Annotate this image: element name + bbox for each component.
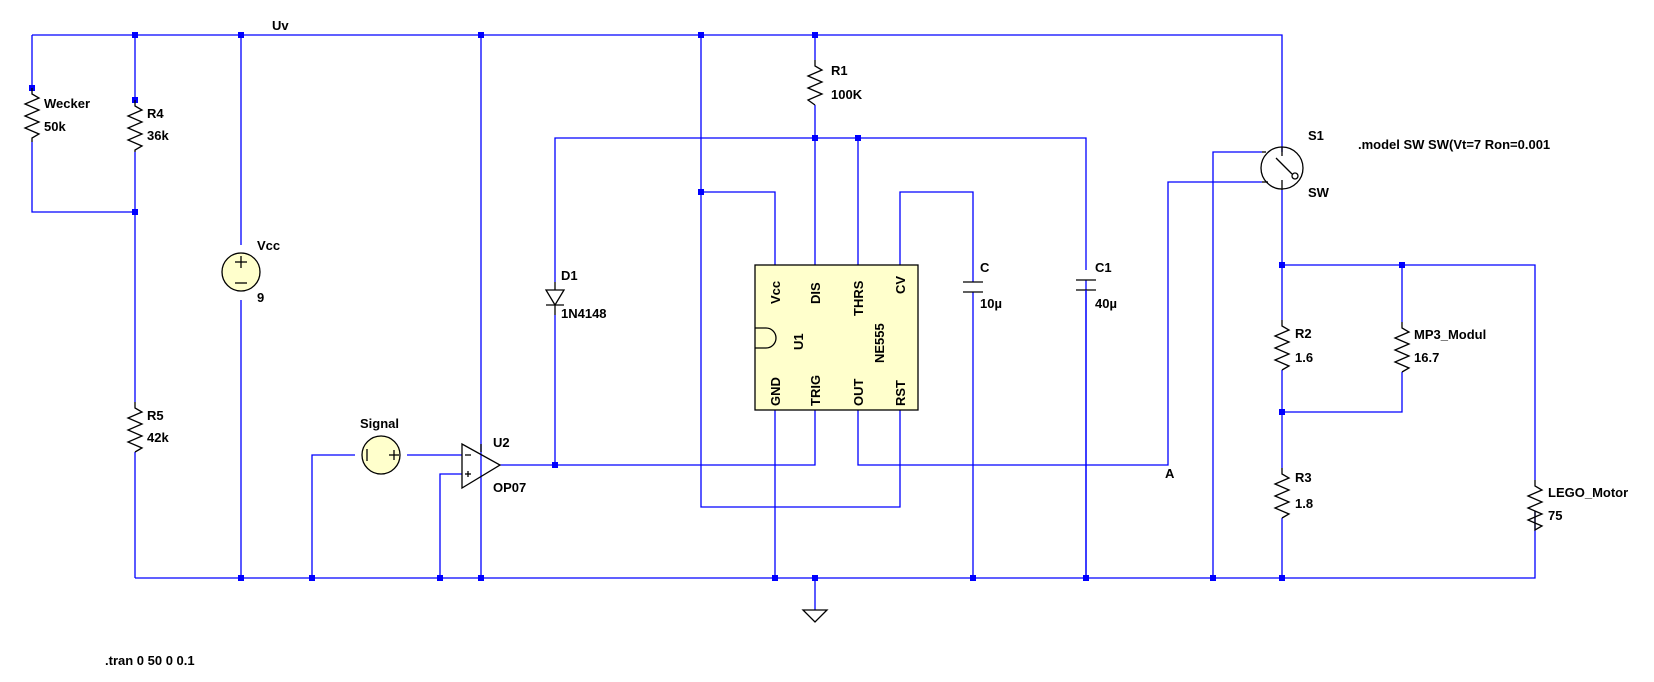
d1-value: 1N4148	[561, 306, 607, 321]
wecker-name: Wecker	[44, 96, 90, 111]
c-name: C	[980, 260, 990, 275]
net-label-a: A	[1165, 466, 1175, 481]
net-label-uv: Uv	[272, 18, 289, 33]
resistor-wecker	[23, 88, 41, 142]
voltage-source-vcc	[221, 252, 261, 292]
s1-name: S1	[1308, 128, 1324, 143]
vcc-name: Vcc	[257, 238, 280, 253]
ic-ne555-u1	[754, 264, 919, 411]
resistor-r5	[126, 402, 144, 453]
resistor-r3	[1273, 468, 1291, 519]
resistor-lego-motor	[1526, 480, 1544, 532]
diode-d1	[544, 282, 566, 315]
c-value: 10µ	[980, 296, 1002, 311]
resistor-r1	[806, 60, 824, 106]
mp3-name: MP3_Modul	[1414, 327, 1486, 342]
vcc-value: 9	[257, 290, 264, 305]
u1-pin-thrs: THRS	[851, 280, 866, 316]
signal-source	[361, 435, 401, 475]
tran-directive: .tran 0 50 0 0.1	[105, 653, 195, 668]
r2-value: 1.6	[1295, 350, 1313, 365]
r1-name: R1	[831, 63, 848, 78]
switch-s1	[1260, 146, 1304, 190]
signal-name: Signal	[360, 416, 399, 431]
r4-value: 36k	[147, 128, 169, 143]
r5-value: 42k	[147, 430, 169, 445]
r2-name: R2	[1295, 326, 1312, 341]
u2-name: U2	[493, 435, 510, 450]
motor-name: LEGO_Motor	[1548, 485, 1628, 500]
u1-value: NE555	[872, 323, 887, 363]
r3-value: 1.8	[1295, 496, 1313, 511]
resistor-mp3-modul	[1393, 322, 1411, 373]
d1-name: D1	[561, 268, 578, 283]
resistor-r2	[1273, 320, 1291, 371]
wires	[31, 34, 1536, 610]
u1-pin-cv: CV	[893, 276, 908, 294]
model-directive: .model SW SW(Vt=7 Ron=0.001	[1358, 137, 1550, 152]
s1-value: SW	[1308, 185, 1330, 200]
u1-pin-vcc: Vcc	[768, 281, 783, 304]
u1-pin-dis: DIS	[808, 282, 823, 304]
u1-pin-out: OUT	[851, 379, 866, 407]
motor-value: 75	[1548, 508, 1562, 523]
r1-value: 100K	[831, 87, 863, 102]
capacitor-c	[963, 281, 983, 293]
u2-value: OP07	[493, 480, 526, 495]
ground-icon	[801, 609, 829, 623]
mp3-value: 16.7	[1414, 350, 1439, 365]
resistor-r4	[126, 100, 144, 152]
u1-pin-rst: RST	[893, 380, 908, 406]
u1-pin-trig: TRIG	[808, 375, 823, 406]
wecker-value: 50k	[44, 119, 66, 134]
junction-dots	[29, 32, 1405, 581]
u1-name: U1	[791, 333, 806, 350]
u1-pin-gnd: GND	[768, 377, 783, 406]
opamp-u2	[461, 442, 502, 490]
c1-name: C1	[1095, 260, 1112, 275]
r5-name: R5	[147, 408, 164, 423]
r4-name: R4	[147, 106, 164, 121]
c1-value: 40µ	[1095, 296, 1117, 311]
r3-name: R3	[1295, 470, 1312, 485]
